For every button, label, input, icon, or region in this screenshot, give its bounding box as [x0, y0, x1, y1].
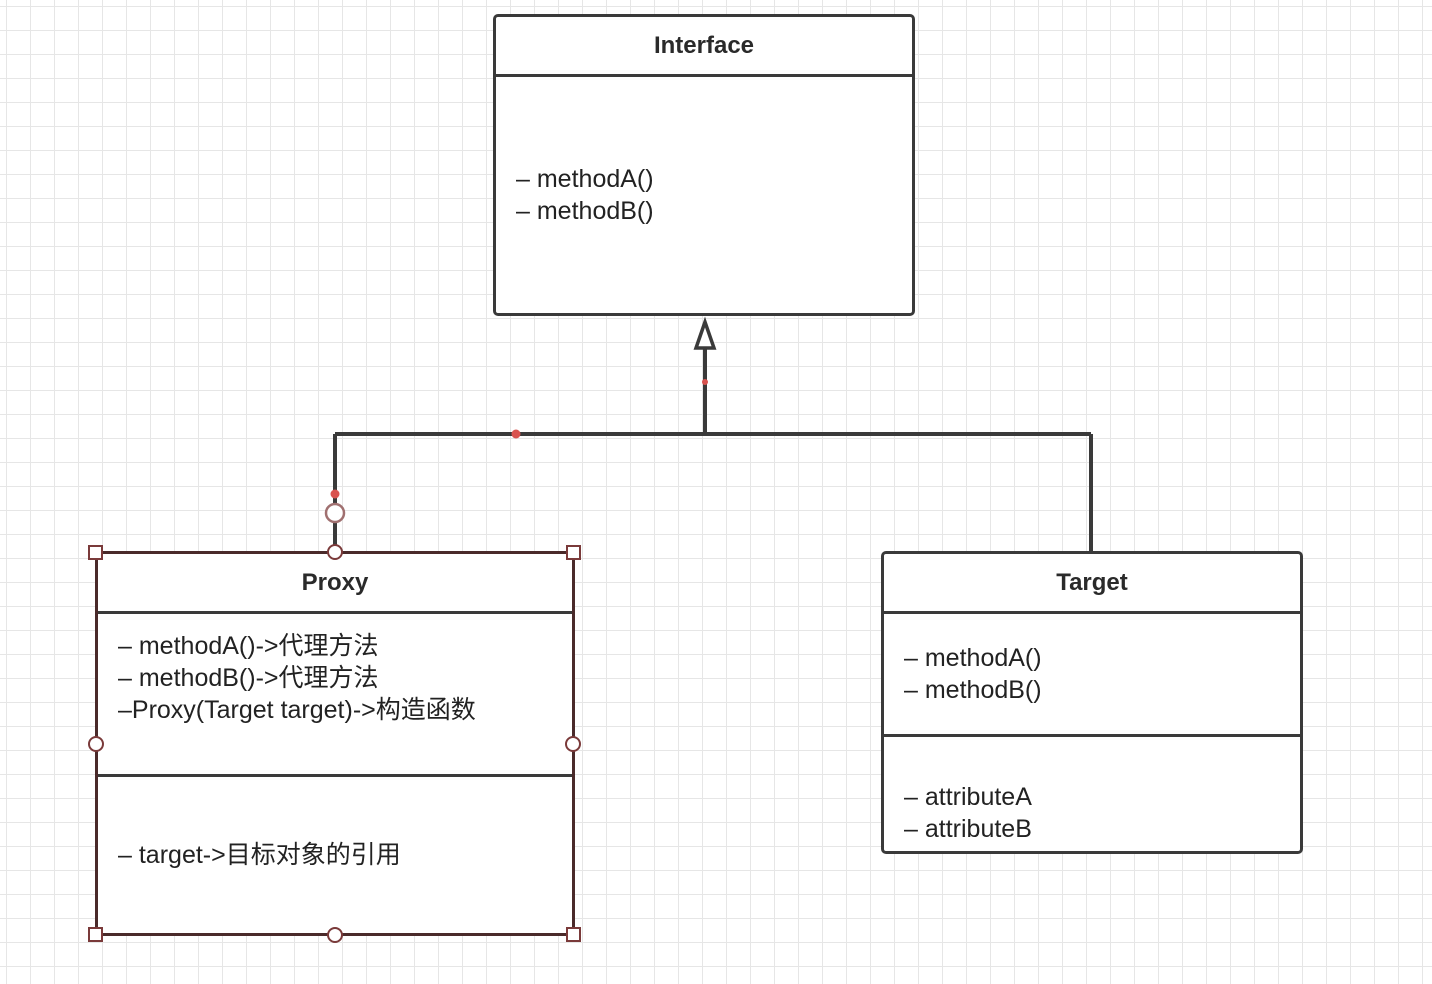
- waypoint-dot[interactable]: [511, 429, 521, 439]
- proxy-method: methodA()->代理方法: [118, 630, 572, 662]
- target-class-title: Target: [884, 554, 1300, 614]
- proxy-class-title: Proxy: [98, 554, 572, 614]
- proxy-method: methodB()->代理方法: [118, 662, 572, 694]
- proxy-method: Proxy(Target target)->构造函数: [118, 694, 572, 726]
- target-method: methodB(): [904, 674, 1300, 706]
- rotate-handle[interactable]: [324, 502, 346, 524]
- interface-methods-section: methodA() methodB(): [496, 77, 912, 313]
- target-attribute: attributeA: [904, 781, 1300, 813]
- target-class-box[interactable]: Target methodA() methodB() attributeA at…: [881, 551, 1303, 854]
- target-attribute: attributeB: [904, 813, 1300, 845]
- target-method: methodA(): [904, 642, 1300, 674]
- interface-class-title: Interface: [496, 17, 912, 77]
- waypoint-dot[interactable]: [330, 489, 340, 499]
- proxy-methods-section: methodA()->代理方法 methodB()->代理方法 Proxy(Ta…: [98, 614, 572, 774]
- target-attributes-section: attributeA attributeB: [884, 734, 1300, 851]
- proxy-class-box[interactable]: Proxy methodA()->代理方法 methodB()->代理方法 Pr…: [95, 551, 575, 936]
- interface-method: methodB(): [516, 195, 912, 227]
- inheritance-connector[interactable]: [333, 348, 1093, 552]
- interface-method: methodA(): [516, 163, 912, 195]
- target-methods-section: methodA() methodB(): [884, 614, 1300, 734]
- interface-class-box[interactable]: Interface methodA() methodB(): [493, 14, 915, 316]
- hollow-arrowhead-icon: [693, 316, 717, 350]
- proxy-attribute: target->目标对象的引用: [118, 839, 572, 871]
- proxy-attributes-section: target->目标对象的引用: [98, 774, 572, 933]
- waypoint-dot[interactable]: [702, 379, 708, 385]
